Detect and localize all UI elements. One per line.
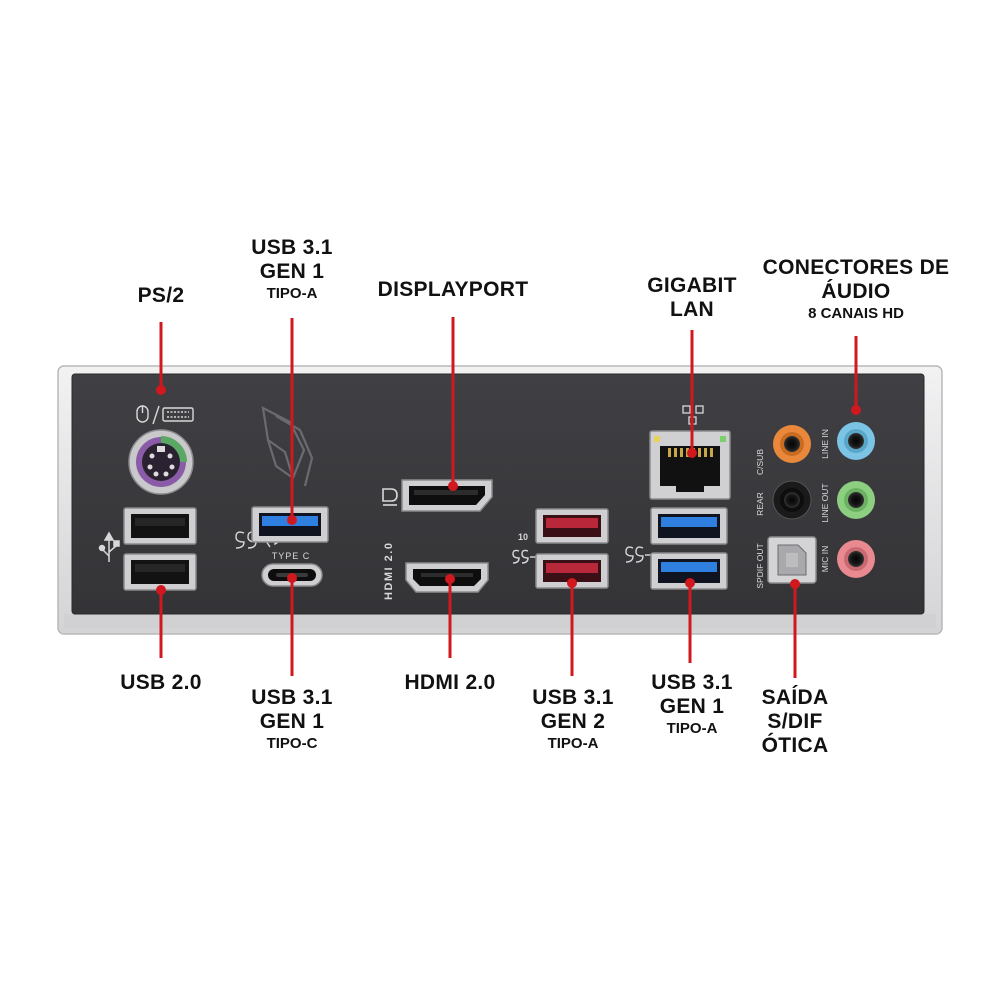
label-audio-sub: 8 CANAIS HD [808, 305, 904, 323]
line-out-silkscreen: LINE OUT [820, 483, 830, 522]
label-gigabit-lan-line2: LAN [669, 298, 715, 322]
label-audio-line1: CONECTORES DE [762, 256, 950, 279]
label-usb31-gen1-typea-right-line2: GEN 1 [659, 695, 725, 719]
label-usb31-gen2-typea-line1: USB 3.1 [532, 686, 614, 709]
label-usb31-gen1-typec-sub: TIPO-C [266, 735, 318, 753]
label-audio: CONECTORES DE ÁUDIO 8 CANAIS HD [756, 256, 956, 323]
usb31-gen2-typea-port-top[interactable] [535, 508, 609, 544]
label-hdmi: HDMI 2.0 [385, 671, 515, 695]
audio-jack-line-in[interactable] [837, 422, 875, 460]
label-ps2-line1: PS/2 [137, 284, 185, 307]
label-displayport-line1: DISPLAYPORT [377, 278, 529, 301]
label-usb31-gen1-typea-top: USB 3.1 GEN 1 TIPO-A [222, 236, 362, 303]
type-c-silkscreen: TYPE C [272, 551, 311, 561]
displayport-icon [382, 488, 398, 506]
usb31-gen1-typea-port-right-top[interactable] [650, 507, 728, 545]
leader-lines [156, 317, 861, 678]
label-hdmi-line1: HDMI 2.0 [404, 671, 496, 694]
label-spdif: SAÍDA S/DIF ÓTICA [740, 686, 850, 758]
label-usb31-gen1-typea-top-line1: USB 3.1 [251, 236, 333, 259]
label-gigabit-lan-line1: GIGABIT [647, 274, 737, 297]
usb20-port-bottom[interactable] [123, 553, 197, 591]
label-usb31-gen1-typea-top-line2: GEN 1 [259, 260, 325, 284]
label-audio-line2: ÁUDIO [821, 280, 891, 304]
usb31-gen1-typec-port[interactable] [261, 563, 323, 587]
usb31-gen1-typea-port-right-bottom[interactable] [650, 552, 728, 590]
label-usb20-line1: USB 2.0 [120, 671, 202, 694]
label-usb31-gen2-typea-line2: GEN 2 [540, 710, 606, 734]
label-spdif-line3: ÓTICA [761, 734, 829, 758]
label-usb31-gen1-typec: USB 3.1 GEN 1 TIPO-C [222, 686, 362, 753]
usb20-port-top[interactable] [123, 507, 197, 545]
label-usb31-gen2-typea-sub: TIPO-A [547, 735, 599, 753]
label-ps2: PS/2 [111, 284, 211, 308]
audio-jack-center-sub[interactable] [773, 425, 811, 463]
c-sub-silkscreen: C/SUB [755, 449, 765, 475]
label-usb31-gen1-typec-line1: USB 3.1 [251, 686, 333, 709]
hdmi-silkscreen: HDMI 2.0 [383, 542, 395, 600]
gigabit-lan-port[interactable] [649, 430, 731, 500]
label-usb31-gen2-typea: USB 3.1 GEN 2 TIPO-A [503, 686, 643, 753]
ss-gen2-mark: 10 [518, 532, 528, 542]
displayport-port[interactable] [401, 479, 493, 512]
mouse-keyboard-icon [136, 405, 194, 425]
label-usb31-gen1-typea-right: USB 3.1 GEN 1 TIPO-A [622, 671, 762, 738]
spdif-optical-port[interactable] [767, 536, 817, 584]
mic-in-silkscreen: MIC IN [820, 546, 830, 572]
label-usb31-gen1-typea-top-sub: TIPO-A [266, 285, 318, 303]
label-usb31-gen1-typea-right-sub: TIPO-A [666, 720, 718, 738]
label-spdif-line1: SAÍDA [761, 686, 829, 709]
audio-jack-line-out[interactable] [837, 481, 875, 519]
audio-jack-mic-in[interactable] [837, 540, 875, 578]
ps2-port[interactable] [128, 429, 194, 495]
usb-trident-icon [98, 531, 120, 562]
rear-silkscreen: REAR [755, 492, 765, 516]
audio-jack-rear[interactable] [772, 480, 812, 520]
line-in-silkscreen: LINE IN [820, 429, 830, 459]
label-gigabit-lan: GIGABIT LAN [632, 274, 752, 322]
label-usb31-gen1-typec-line2: GEN 1 [259, 710, 325, 734]
spdif-out-silkscreen: SPDIF OUT [755, 543, 765, 588]
label-usb31-gen1-typea-right-line1: USB 3.1 [651, 671, 733, 694]
label-usb20: USB 2.0 [101, 671, 221, 695]
usb31-gen2-typea-port-bottom[interactable] [535, 553, 609, 589]
label-spdif-line2: S/DIF [767, 710, 823, 734]
label-displayport: DISPLAYPORT [358, 278, 548, 302]
